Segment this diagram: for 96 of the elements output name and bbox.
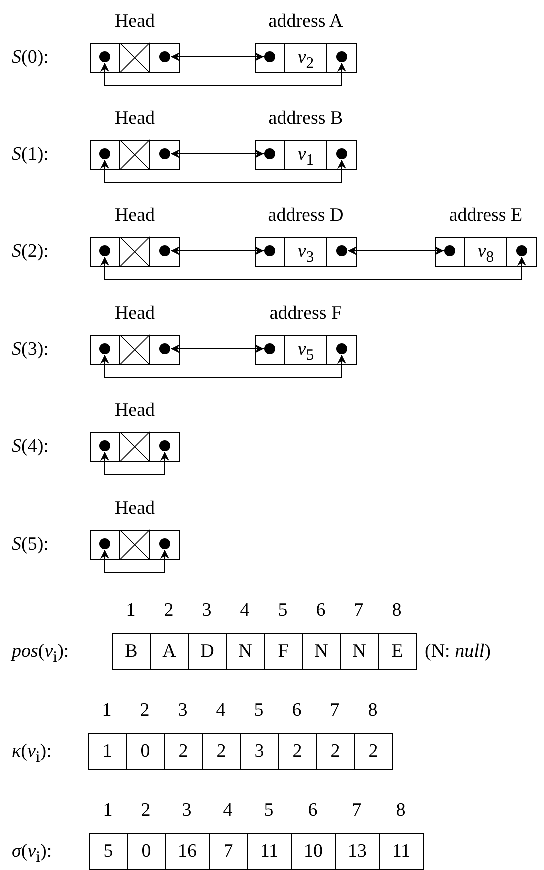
index-number: 3 <box>202 600 212 622</box>
table-cell: 11 <box>247 833 292 870</box>
pointer-arrow <box>100 62 346 86</box>
table-cell: 0 <box>127 833 166 870</box>
index-number: 8 <box>396 800 406 822</box>
node-value: v$_{5}$ <box>296 339 316 366</box>
pointer-arrow <box>348 246 444 256</box>
table-cell: 11 <box>379 833 424 870</box>
index-number: 3 <box>178 700 188 722</box>
index-number: 5 <box>278 600 288 622</box>
head-label: Head <box>114 108 156 130</box>
index-number: 1 <box>103 800 113 822</box>
list-label: S(2): <box>12 241 49 263</box>
list-label: S(3): <box>12 339 49 361</box>
index-number: 6 <box>308 800 318 822</box>
head-label: Head <box>114 205 156 227</box>
list-node <box>90 303 180 365</box>
list-label: S(1): <box>12 144 49 166</box>
pointer-arrow <box>100 550 170 574</box>
address-label: address B <box>268 108 344 130</box>
table-cell: 13 <box>335 833 380 870</box>
index-number: 4 <box>240 600 250 622</box>
table-cell: 2 <box>278 733 317 770</box>
table-cell: N <box>226 633 265 670</box>
table-cell: 1 <box>88 733 127 770</box>
index-number: 5 <box>254 700 264 722</box>
list-node <box>90 205 180 267</box>
table-cell: 3 <box>240 733 279 770</box>
table-cell: N <box>340 633 379 670</box>
table-cell: 2 <box>164 733 203 770</box>
table-cell: E <box>378 633 417 670</box>
index-number: 1 <box>126 600 136 622</box>
index-number: 8 <box>368 700 378 722</box>
pointer-arrow <box>100 160 346 184</box>
node-value: v$_{1}$ <box>296 144 316 171</box>
index-number: 2 <box>164 600 174 622</box>
table-cell: 2 <box>202 733 241 770</box>
table-cell: A <box>150 633 189 670</box>
list-node <box>90 498 180 560</box>
table-cell: 16 <box>165 833 210 870</box>
table-cell: B <box>112 633 151 670</box>
head-label: Head <box>114 400 156 422</box>
head-label: Head <box>114 498 156 520</box>
table-cell: 10 <box>291 833 336 870</box>
index-number: 2 <box>141 800 151 822</box>
table-cell: D <box>188 633 227 670</box>
index-number: 8 <box>392 600 402 622</box>
table-cell: N <box>302 633 341 670</box>
list-node <box>435 205 537 267</box>
list-node <box>255 303 357 365</box>
index-number: 7 <box>330 700 340 722</box>
pointer-arrow <box>100 256 526 280</box>
pointer-arrow <box>170 52 264 62</box>
index-number: 2 <box>140 700 150 722</box>
list-node <box>255 205 357 267</box>
address-label: address F <box>270 303 342 325</box>
index-number: 6 <box>316 600 326 622</box>
table-cell: 7 <box>209 833 248 870</box>
array-label: κ(v$_{i}$): <box>12 741 52 768</box>
pointer-arrow <box>170 344 264 354</box>
list-node <box>90 11 180 73</box>
array-label: pos(v$_{i}$): <box>12 641 70 668</box>
index-number: 6 <box>292 700 302 722</box>
table-cell: 5 <box>89 833 128 870</box>
note-text: (N: null) <box>425 641 491 663</box>
pointer-arrow <box>100 354 346 378</box>
node-value: v$_{3}$ <box>296 241 316 268</box>
list-node <box>255 108 357 170</box>
list-node <box>90 400 180 462</box>
table-cell: 2 <box>354 733 393 770</box>
index-number: 7 <box>354 600 364 622</box>
index-number: 4 <box>223 800 233 822</box>
list-node <box>90 108 180 170</box>
index-number: 7 <box>352 800 362 822</box>
table-cell: 0 <box>126 733 165 770</box>
index-number: 1 <box>102 700 112 722</box>
index-number: 3 <box>182 800 192 822</box>
list-node <box>255 11 357 73</box>
head-label: Head <box>114 11 156 33</box>
list-label: S(4): <box>12 436 49 458</box>
pointer-arrow <box>170 150 264 158</box>
head-label: Head <box>114 303 156 325</box>
table-cell: 2 <box>316 733 355 770</box>
pointer-arrow <box>100 452 170 476</box>
node-value: v$_{8}$ <box>476 241 496 268</box>
list-label: S(0): <box>12 47 49 69</box>
list-label: S(5): <box>12 534 49 556</box>
address-label: address E <box>449 205 523 227</box>
pointer-arrow <box>170 246 264 256</box>
node-value: v$_{2}$ <box>296 47 316 74</box>
array-label: σ(v$_{i}$): <box>12 841 52 868</box>
index-number: 5 <box>264 800 274 822</box>
address-label: address D <box>268 205 344 227</box>
address-label: address A <box>268 11 344 33</box>
table-cell: F <box>264 633 303 670</box>
index-number: 4 <box>216 700 226 722</box>
